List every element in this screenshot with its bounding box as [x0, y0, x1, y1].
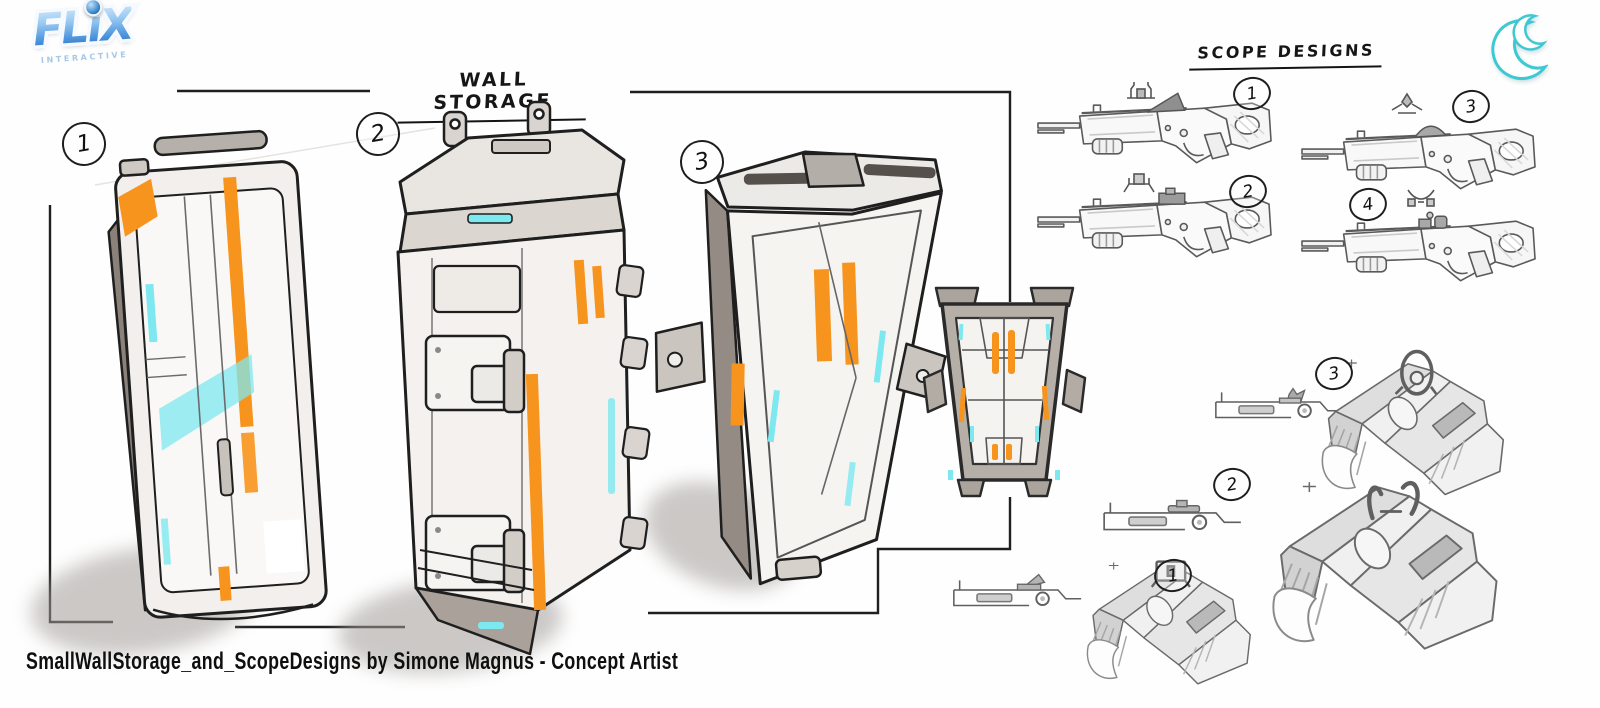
wall-storage-sketch-3: [654, 150, 947, 586]
scope-profile-sketch-2: [1100, 499, 1245, 536]
scope-ads-sketch-1: [1062, 560, 1267, 687]
front-sight-icon-4: [1407, 189, 1435, 207]
scope-profile-sketch-1: [950, 573, 1085, 612]
scope-designs-title: SCOPE DESIGNS: [1189, 40, 1383, 71]
crescent-logo-icon: [1491, 14, 1548, 81]
scope-ads-sketch-2: [1248, 480, 1510, 653]
rifle-side-sketch-1: [1036, 92, 1274, 170]
flix-logo-wordmark: FLiX FLiX: [28, 0, 137, 60]
flix-logo: FLiX FLiX INTERACTIVE: [20, 0, 146, 66]
scope-ads-sketch-3: [1302, 349, 1514, 498]
front-sight-icon-3: [1391, 92, 1423, 114]
scope-profile-sketch-3: [1212, 387, 1347, 424]
rifle-side-sketch-4: [1300, 211, 1538, 288]
wall-storage-front-view-sketch: [922, 286, 1087, 498]
caption: SmallWallStorage_and_ScopeDesigns by Sim…: [26, 648, 679, 675]
wall-storage-sketch-2: [396, 100, 651, 656]
rifle-side-sketch-3: [1300, 125, 1538, 196]
wall-storage-sketch-1: [107, 129, 328, 621]
rifle-side-sketch-2: [1036, 187, 1274, 264]
front-sight-icon-2: [1123, 173, 1155, 193]
front-sight-icon-1: [1127, 82, 1155, 99]
